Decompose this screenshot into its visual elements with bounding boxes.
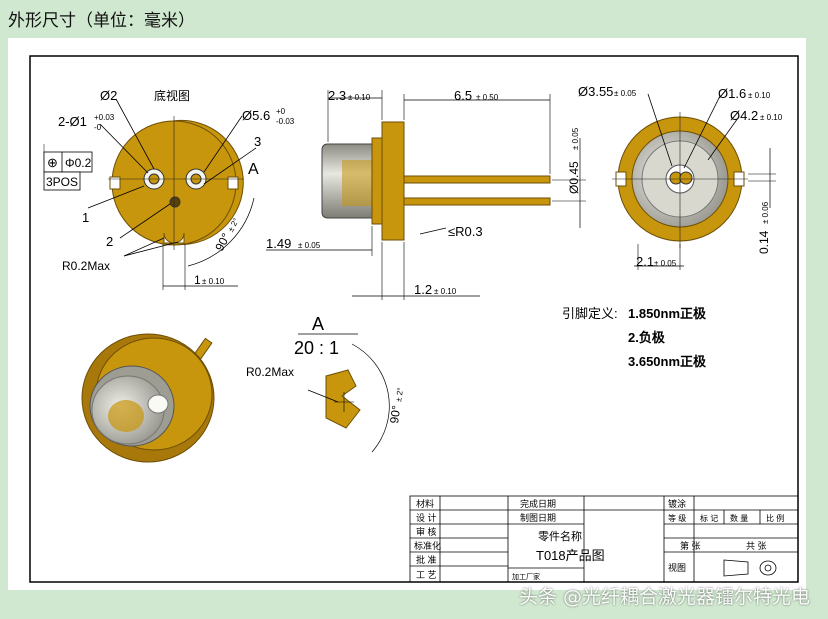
dim-cap-tol: ± 0.10 <box>348 93 371 102</box>
dim-outer-tol-upper: +0 <box>276 107 286 116</box>
technical-drawing: Ø2 底视图 2-Ø1 +0.03 -0 Ø5.6 +0 -0.03 3 ⊕ Φ… <box>29 55 799 583</box>
page-title: 外形尺寸（单位：毫米） <box>8 11 195 31</box>
dim-hole-pos: Ø2 <box>100 88 117 103</box>
pin-def-title: 引脚定义: <box>562 306 618 321</box>
detail-angle: 90° <box>387 404 403 424</box>
drawing-sheet: Ø2 底视图 2-Ø1 +0.03 -0 Ø5.6 +0 -0.03 3 ⊕ Φ… <box>8 38 806 590</box>
bottom-view-label: 底视图 <box>154 88 190 103</box>
front-view <box>612 93 776 270</box>
pin-def-item-2: 2.负极 <box>628 330 666 345</box>
detail-a <box>298 333 390 453</box>
pin1-label: 1 <box>82 210 89 225</box>
dim-offset-x: 2.1 <box>636 254 654 269</box>
pin3-label: 3 <box>254 134 261 149</box>
tb-approve: 批 准 <box>416 554 437 565</box>
tb-part-name-label: 零件名称 <box>538 529 582 543</box>
dim-flange: 1.2 <box>414 282 432 297</box>
title-block <box>409 495 799 583</box>
tb-sheet-total: 共 张 <box>746 541 767 551</box>
notch-width: 1 <box>194 273 201 287</box>
tb-mark: 标 记 <box>700 513 718 523</box>
pin-def-item-1: 1.850nm正极 <box>628 306 707 321</box>
dim-outer-tol-lower: -0.03 <box>276 117 295 126</box>
side-view-flange <box>381 121 405 241</box>
tb-part-name: T018产品图 <box>536 548 605 563</box>
dim-pins-tol-lower: -0 <box>94 123 102 132</box>
detail-scale: 20 : 1 <box>294 338 339 358</box>
detail-radius: R0.2Max <box>246 365 294 379</box>
tb-standard: 标准化 <box>414 540 441 551</box>
pin2-ground <box>169 196 181 208</box>
gdt-symbol: ⊕ <box>47 155 58 170</box>
tb-finish-date: 完成日期 <box>520 498 556 509</box>
dim-offset-y: 0.14 <box>757 230 771 254</box>
watermark: 头条 @光纤耦合激光器镭尔特光电 <box>518 586 810 608</box>
notch-radius: R0.2Max <box>62 259 110 273</box>
lead-lower <box>403 197 551 206</box>
dim-outer: Ø5.6 <box>242 108 270 123</box>
side-view-header <box>371 137 383 225</box>
dim-inner-tol: ± 0.10 <box>760 113 783 122</box>
notch-width-tol: ± 0.10 <box>202 277 225 286</box>
dim-flange-tol: ± 0.10 <box>434 287 457 296</box>
dim-center: Ø1.6 <box>718 86 746 101</box>
detail-label: A <box>312 314 324 334</box>
dim-offset-y-tol: ± 0.06 <box>761 201 770 224</box>
dim-lead-dia: Ø0.45 <box>567 161 581 194</box>
pin-def-item-3: 3.650nm正极 <box>628 354 707 369</box>
isometric-view <box>81 333 215 463</box>
tb-coating: 镀涂 <box>668 498 686 509</box>
bottom-view <box>43 98 257 290</box>
tb-grade: 等 级 <box>668 513 686 523</box>
dim-offset-x-tol: ± 0.05 <box>654 259 677 268</box>
dim-pins-tol-upper: +0.03 <box>94 113 115 122</box>
tb-view: 视图 <box>668 562 686 573</box>
dim-lead: 6.5 <box>454 88 472 103</box>
dim-cap: 2.3 <box>328 88 346 103</box>
pin2-label: 2 <box>106 234 113 249</box>
tb-quantity: 数 量 <box>730 513 748 523</box>
tb-draw-date: 制图日期 <box>520 512 556 523</box>
dim-pins: 2-Ø1 <box>58 114 87 129</box>
detail-angle-tol: ± 2° <box>394 387 405 402</box>
tb-review: 审 核 <box>416 526 437 537</box>
dim-lead-dia-tol: ± 0.05 <box>571 127 580 150</box>
dim-radius: ≤R0.3 <box>448 224 483 239</box>
dim-flange-pos-tol: ± 0.05 <box>298 241 321 250</box>
dim-window-tol: ± 0.05 <box>614 89 637 98</box>
dim-inner: Ø4.2 <box>730 108 758 123</box>
dim-lead-tol: ± 0.50 <box>476 93 499 102</box>
dim-window: Ø3.55 <box>578 84 613 99</box>
side-view <box>266 90 586 300</box>
gdt-value: Φ0.2 <box>65 156 92 170</box>
tb-material: 材料 <box>416 498 434 509</box>
tb-design: 设 计 <box>416 512 437 523</box>
lead-upper <box>403 175 551 184</box>
tb-ratio: 比 例 <box>766 513 784 523</box>
dim-flange-pos: 1.49 <box>266 236 291 251</box>
dim-center-tol: ± 0.10 <box>748 91 771 100</box>
tb-sheet-no: 第 张 <box>680 540 701 551</box>
tb-craft: 工 艺 <box>416 570 437 580</box>
section-ref: A <box>248 161 259 178</box>
gdt-count: 3POS <box>46 175 78 189</box>
tb-factory: 加工厂家 <box>512 572 540 581</box>
